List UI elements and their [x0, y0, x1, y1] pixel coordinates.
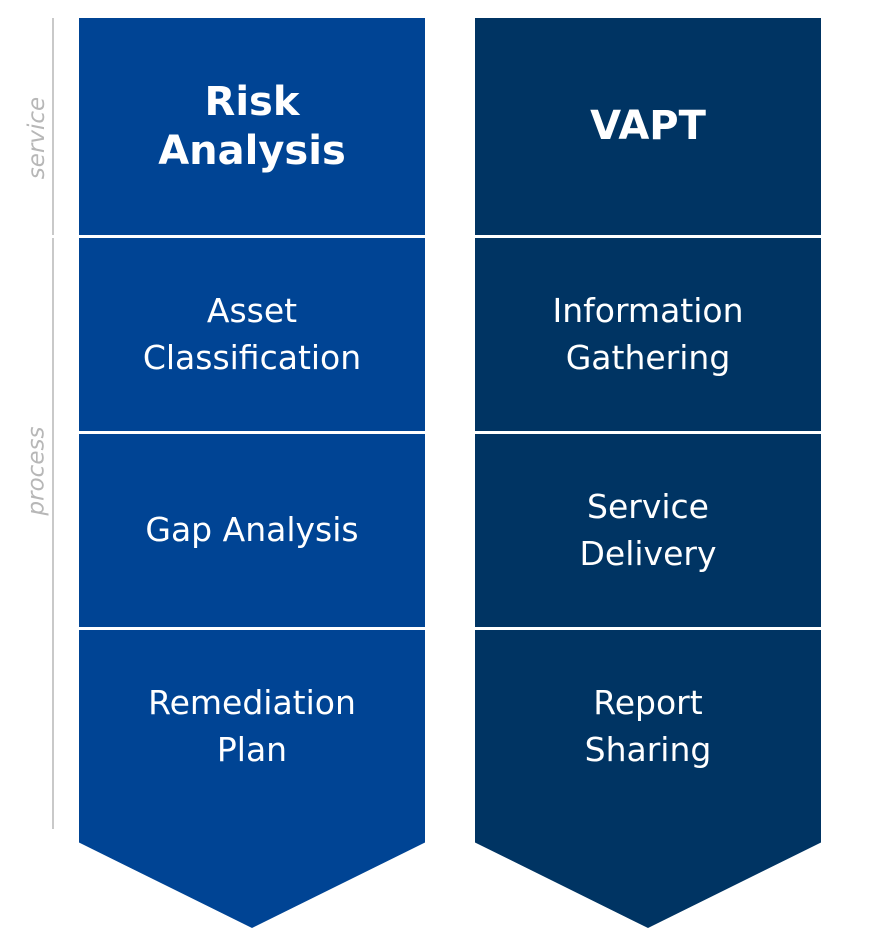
asset-classification-step: Asset Classification	[142, 290, 362, 377]
risk-analysis-column-shape	[79, 18, 425, 928]
report-sharing-step: Report Sharing	[584, 682, 712, 769]
process-bracket-line	[52, 238, 54, 829]
process-label: process	[23, 426, 50, 516]
risk-analysis-divider-3	[79, 627, 425, 630]
risk-analysis-divider-2	[79, 431, 425, 434]
service-bracket-line	[52, 18, 54, 235]
service-delivery-step: Service Delivery	[579, 486, 717, 573]
vapt-column-shape	[475, 18, 821, 928]
vapt-title: VAPT	[590, 103, 706, 150]
gap-analysis-step: Gap Analysis	[145, 510, 359, 550]
vapt-divider-2	[475, 431, 821, 434]
service-label: service	[24, 96, 51, 180]
risk-analysis-divider-1	[79, 235, 425, 238]
risk-analysis-column: Risk Analysis Asset Classification Gap A…	[79, 18, 425, 928]
information-gathering-step: Information Gathering	[552, 290, 744, 377]
risk-analysis-title: Risk Analysis	[158, 78, 346, 174]
vapt-divider-1	[475, 235, 821, 238]
vapt-column: VAPT Information Gathering Service Deliv…	[475, 18, 821, 928]
vapt-divider-3	[475, 627, 821, 630]
remediation-plan-step: Remediation Plan	[148, 682, 356, 769]
